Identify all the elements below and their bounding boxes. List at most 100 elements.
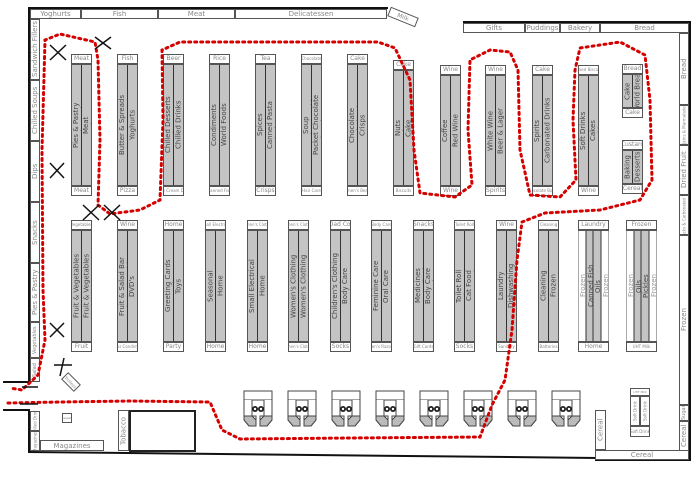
shelf-cereal-horizontal: Cereal bbox=[595, 450, 689, 460]
aisle-shelves: EggsCondimentsPastaPasta SaucesWorld Foo… bbox=[209, 64, 230, 186]
aisle-top-label: Frozen bbox=[626, 220, 657, 230]
aisle-top-label: Women's Clothing bbox=[288, 220, 309, 230]
aisle-shelves: FrozenTable SaucesOilsCondimentsPicklesF… bbox=[626, 230, 657, 342]
aisle-bottom-label: Pizza bbox=[117, 186, 138, 196]
bottom-aisle: Dad ColHairChildren's ClothingMake-upBod… bbox=[330, 220, 351, 352]
checkout-lane bbox=[551, 390, 581, 428]
aisle-top-label: Fish bbox=[117, 54, 138, 64]
aisle-shelves: MixersSpiritsCarbonated Drinks bbox=[532, 75, 553, 186]
aisle-shelves: Men's ToiletriesMedicinesNappiesBody Car… bbox=[413, 230, 434, 342]
checkout-icon bbox=[507, 390, 537, 427]
counter-bakery: Bakery bbox=[560, 23, 600, 33]
aisle-bottom-label: Wine bbox=[578, 186, 599, 196]
aisle-bottom-label: Biscuits bbox=[393, 186, 414, 196]
aisle-bottom-label: Cereal bbox=[622, 184, 643, 194]
aisle-shelves: Canned VegetablesSoupChocolatePacket Cho… bbox=[301, 64, 322, 186]
wall-left-upper bbox=[28, 7, 30, 382]
aisle-top-label: Wine bbox=[117, 220, 138, 230]
aisle-top-label: Dad Col bbox=[330, 220, 351, 230]
checkout-icon bbox=[287, 390, 317, 427]
aisle-top-label: Beer bbox=[163, 54, 184, 64]
aisle-bottom-label: Cake bbox=[622, 108, 643, 118]
counter-gifts: Gifts bbox=[463, 23, 525, 33]
aisle-bottom-label: Batteries bbox=[538, 342, 559, 352]
aisle-bottom-label: Women's Beauty bbox=[347, 186, 368, 196]
soft-drink-unit: UHT Milk Soft Drink Soft Drink Soft Drin… bbox=[630, 388, 650, 438]
aisle-bottom-label: Drinks Condiments bbox=[117, 342, 138, 352]
aisle-top-label: Body Care bbox=[371, 220, 392, 230]
aisle-bottom-label: Home bbox=[578, 342, 609, 352]
aisle-bottom-label: Women's Clothing bbox=[288, 342, 309, 352]
aisle-shelves: Baby FoodTissuesToilet RollDog FoodCat F… bbox=[454, 230, 475, 342]
bottom-aisle: Women's ClothingHomeSmall ElectricalHome… bbox=[247, 220, 268, 352]
aisle-top-label: Tea bbox=[255, 54, 276, 64]
aisle-top-label: Cake bbox=[347, 54, 368, 64]
aisle-shelves: TeaCoffeeRed Wine bbox=[440, 75, 461, 186]
kiosk bbox=[129, 410, 196, 452]
aisle-shelves: HairChildren's ClothingMake-upBody Care bbox=[330, 230, 351, 342]
wall-top-right bbox=[463, 21, 691, 23]
aisle-bottom-label: Spirits bbox=[485, 186, 506, 196]
top-aisle: ChocolateCanned VegetablesSoupChocolateP… bbox=[301, 54, 322, 196]
checkout-lane bbox=[375, 390, 405, 428]
top-aisle: MeatReady MealsPies & PastryPoultryMeatM… bbox=[71, 54, 92, 196]
aisle-bottom-label: Hair Care bbox=[301, 186, 322, 196]
counter-fish: Fish bbox=[81, 9, 158, 19]
aisle-top-label: Small Electrical bbox=[205, 220, 226, 230]
shopping-route bbox=[6, 32, 654, 441]
soft-drink-unit-bottom: Soft Drink bbox=[630, 426, 650, 437]
aisle-bottom-label: Party bbox=[163, 342, 184, 352]
wall-top-left bbox=[28, 7, 388, 9]
aisle-bottom-label: Spreads Cream Desserts bbox=[163, 186, 184, 196]
aisle-top-label: Laundry bbox=[578, 220, 609, 230]
checkout-lane bbox=[419, 390, 449, 428]
wall-bottom-right bbox=[595, 459, 691, 461]
aisle-bottom-label: UHT Milk bbox=[626, 342, 657, 352]
aisle-top-label: Chocolate bbox=[301, 54, 322, 64]
aisle-top-label: Women's Clothing bbox=[247, 220, 268, 230]
aisle-bottom-label: Meat bbox=[71, 186, 92, 196]
top-aisle: TeaRiceSaucesSpicesBaked BeansCanned Pas… bbox=[255, 54, 276, 196]
checkout-icon bbox=[375, 390, 405, 427]
top-aisle: FishBaconSausageButter & SpreadsYoghurts… bbox=[117, 54, 138, 196]
checkout-lane bbox=[331, 390, 361, 428]
shelf-magazines: Magazines bbox=[40, 440, 104, 451]
bottom-aisle: FrozenFrozenTable SaucesOilsCondimentsPi… bbox=[626, 220, 657, 352]
aisle-bottom-label: Men's Razors bbox=[371, 342, 392, 352]
wall-right bbox=[689, 21, 691, 461]
checkout-icon bbox=[243, 390, 273, 427]
aisle-top-label: Cleaning bbox=[538, 220, 559, 230]
aisle-top-label: Wine bbox=[496, 220, 517, 230]
aisle-bottom-label: Fruit bbox=[71, 342, 92, 352]
aisle-top-label: Home bbox=[163, 220, 184, 230]
top-aisle: CakeMixersSpiritsCarbonated DrinksChocol… bbox=[532, 65, 553, 196]
basket-stand: Baskets bbox=[62, 413, 72, 423]
aisle-top-label: Snacks bbox=[413, 220, 434, 230]
aisle-top-label: Toilet Roll bbox=[454, 220, 475, 230]
aisle-shelves: WaterSoft DrinksBakingCakes bbox=[578, 75, 599, 186]
crossing-icon bbox=[20, 36, 121, 405]
